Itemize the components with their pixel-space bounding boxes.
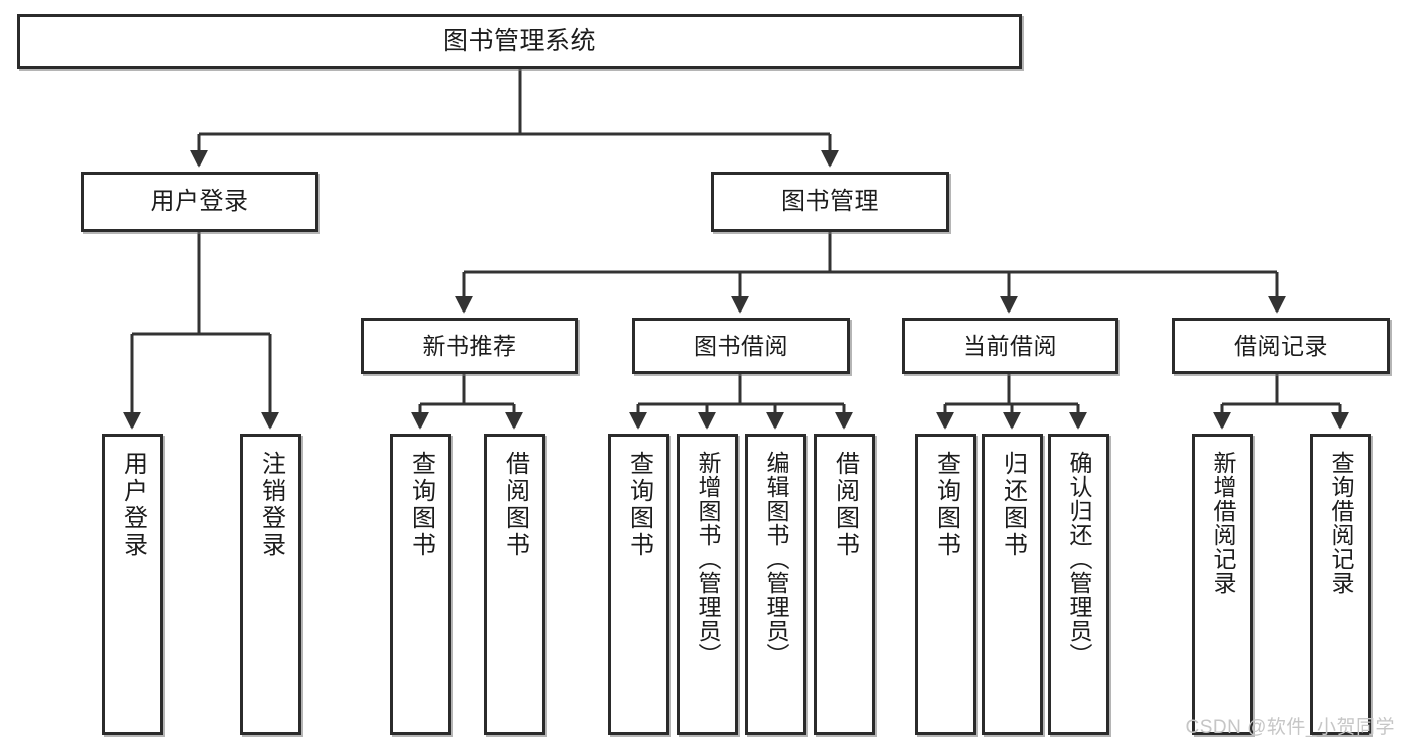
leaf-new-book-borrow[interactable]: 借阅图书 xyxy=(484,434,545,735)
node-label: 图书管理系统 xyxy=(442,27,596,56)
leaf-current-borrow-confirm-return[interactable]: 确认归还（管理员） xyxy=(1048,434,1109,735)
leaf-book-borrow-lend[interactable]: 借阅图书 xyxy=(814,434,875,735)
node-label: 借阅记录 xyxy=(1234,332,1328,359)
node-book-borrow[interactable]: 图书借阅 xyxy=(632,318,850,374)
node-current-borrow[interactable]: 当前借阅 xyxy=(902,318,1118,374)
node-label: 用户登录 xyxy=(119,451,147,559)
node-label: 归还图书 xyxy=(999,451,1027,559)
leaf-book-borrow-add[interactable]: 新增图书（管理员） xyxy=(677,434,738,735)
leaf-book-borrow-query[interactable]: 查询图书 xyxy=(608,434,669,735)
node-label: 新书推荐 xyxy=(422,332,517,359)
node-label: 当前借阅 xyxy=(963,332,1057,359)
leaf-current-borrow-query[interactable]: 查询图书 xyxy=(915,434,976,735)
node-label: 新增图书（管理员） xyxy=(695,451,721,667)
node-label: 查询借阅记录 xyxy=(1328,451,1354,595)
leaf-user-login-signin[interactable]: 用户登录 xyxy=(102,434,163,735)
node-label: 新增借阅记录 xyxy=(1210,451,1236,595)
node-label: 借阅图书 xyxy=(831,451,859,559)
node-label: 用户登录 xyxy=(150,188,249,216)
leaf-new-book-query[interactable]: 查询图书 xyxy=(390,434,451,735)
leaf-borrow-record-add[interactable]: 新增借阅记录 xyxy=(1192,434,1253,735)
node-label: 图书借阅 xyxy=(694,332,788,359)
leaf-book-borrow-edit[interactable]: 编辑图书（管理员） xyxy=(745,434,806,735)
node-label: 查询图书 xyxy=(407,451,435,559)
node-label: 编辑图书（管理员） xyxy=(763,451,789,667)
node-label: 查询图书 xyxy=(625,451,653,559)
node-borrow-record[interactable]: 借阅记录 xyxy=(1172,318,1390,374)
node-user-login[interactable]: 用户登录 xyxy=(81,172,318,232)
node-label: 图书管理 xyxy=(781,188,879,216)
node-new-book-recommend[interactable]: 新书推荐 xyxy=(361,318,578,374)
csdn-watermark: CSDN @软件_小贺同学 xyxy=(1185,717,1395,738)
leaf-borrow-record-query[interactable]: 查询借阅记录 xyxy=(1310,434,1371,735)
node-label: 查询图书 xyxy=(932,451,960,559)
node-root-library-system[interactable]: 图书管理系统 xyxy=(17,14,1022,69)
node-book-management[interactable]: 图书管理 xyxy=(711,172,949,232)
leaf-user-login-signout[interactable]: 注销登录 xyxy=(240,434,301,735)
node-label: 注销登录 xyxy=(257,451,285,559)
node-label: 确认归还（管理员） xyxy=(1066,451,1092,667)
leaf-current-borrow-return[interactable]: 归还图书 xyxy=(982,434,1043,735)
node-label: 借阅图书 xyxy=(501,451,529,559)
